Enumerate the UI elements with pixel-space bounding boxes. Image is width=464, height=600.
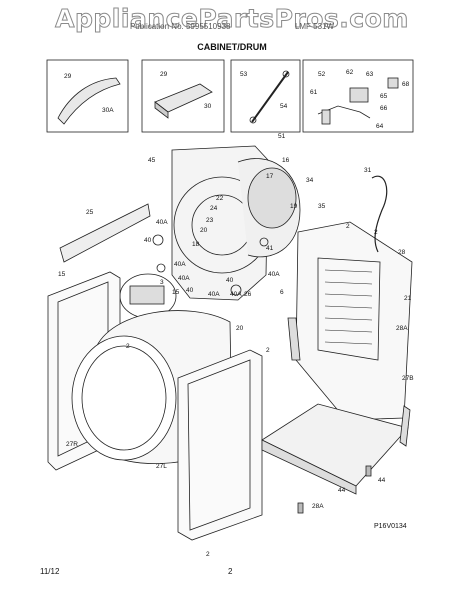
svg-text:21: 21 xyxy=(404,295,412,302)
inset-box-53 xyxy=(230,59,301,133)
svg-text:64: 64 xyxy=(376,123,384,130)
svg-text:62: 62 xyxy=(346,69,354,76)
svg-text:61: 61 xyxy=(310,89,318,96)
svg-text:40: 40 xyxy=(186,287,194,294)
svg-text:51: 51 xyxy=(278,133,286,140)
svg-text:53: 53 xyxy=(240,71,248,78)
svg-text:40A: 40A xyxy=(156,219,168,226)
section-title: CABINET/DRUM xyxy=(197,42,267,52)
svg-text:19: 19 xyxy=(290,203,298,210)
svg-text:27L: 27L xyxy=(156,463,167,470)
header-right: LMF 531W xyxy=(294,22,335,31)
svg-text:2: 2 xyxy=(126,343,130,350)
svg-text:40: 40 xyxy=(226,277,234,284)
svg-text:44: 44 xyxy=(338,487,346,494)
svg-text:2: 2 xyxy=(266,347,270,354)
svg-text:26: 26 xyxy=(244,291,252,298)
header-publication: Publication No. 5995510938 LMF 531W xyxy=(0,22,464,31)
svg-text:41: 41 xyxy=(266,245,274,252)
inset-box-52 xyxy=(302,59,414,133)
svg-text:68: 68 xyxy=(402,81,410,88)
svg-text:2: 2 xyxy=(206,551,210,558)
svg-text:40: 40 xyxy=(144,237,152,244)
svg-text:15: 15 xyxy=(58,271,66,278)
footer-date: 11/12 xyxy=(40,567,60,576)
svg-text:29: 29 xyxy=(64,73,72,80)
header-left: Publication No. 5995510938 xyxy=(129,22,231,31)
svg-text:40A: 40A xyxy=(230,291,242,298)
svg-text:63: 63 xyxy=(366,71,374,78)
svg-text:20: 20 xyxy=(236,325,244,332)
svg-text:31: 31 xyxy=(364,167,372,174)
svg-text:27B: 27B xyxy=(402,375,414,382)
svg-text:28: 28 xyxy=(398,249,406,256)
svg-text:40A: 40A xyxy=(174,261,186,268)
svg-text:23: 23 xyxy=(206,217,214,224)
callout-labels: 29 30A 29 30 53 54 51 52 62 63 61 65 66 … xyxy=(58,69,414,558)
svg-text:44: 44 xyxy=(378,477,386,484)
svg-text:34: 34 xyxy=(306,177,314,184)
svg-text:40A: 40A xyxy=(208,291,220,298)
svg-text:27R: 27R xyxy=(66,441,78,448)
svg-text:2: 2 xyxy=(346,223,350,230)
watermark: AppliancePartsPros.com xyxy=(55,4,409,34)
svg-text:40A: 40A xyxy=(178,275,190,282)
svg-text:17: 17 xyxy=(266,173,274,180)
svg-text:28A: 28A xyxy=(396,325,408,332)
svg-text:20: 20 xyxy=(200,227,208,234)
svg-text:3: 3 xyxy=(160,279,164,286)
inset-box-30a xyxy=(46,59,129,133)
diagram-code: P16V0134 xyxy=(374,523,407,530)
svg-text:30A: 30A xyxy=(102,107,114,114)
svg-text:18: 18 xyxy=(192,241,200,248)
svg-text:22: 22 xyxy=(216,195,224,202)
svg-text:66: 66 xyxy=(380,105,388,112)
svg-text:35: 35 xyxy=(318,203,326,210)
footer-page: 2 xyxy=(228,567,233,576)
svg-text:65: 65 xyxy=(380,93,388,100)
svg-text:25: 25 xyxy=(86,209,94,216)
svg-text:6: 6 xyxy=(280,289,284,296)
svg-text:15: 15 xyxy=(172,289,180,296)
svg-text:29: 29 xyxy=(160,71,168,78)
svg-text:24: 24 xyxy=(210,205,218,212)
svg-text:40A: 40A xyxy=(268,271,280,278)
svg-text:52: 52 xyxy=(318,71,326,78)
svg-text:16: 16 xyxy=(282,157,290,164)
svg-text:45: 45 xyxy=(148,157,156,164)
svg-text:54: 54 xyxy=(280,103,288,110)
svg-text:30: 30 xyxy=(204,103,212,110)
inset-box-30 xyxy=(141,59,225,133)
svg-text:2: 2 xyxy=(374,229,378,236)
svg-text:28A: 28A xyxy=(312,503,324,510)
